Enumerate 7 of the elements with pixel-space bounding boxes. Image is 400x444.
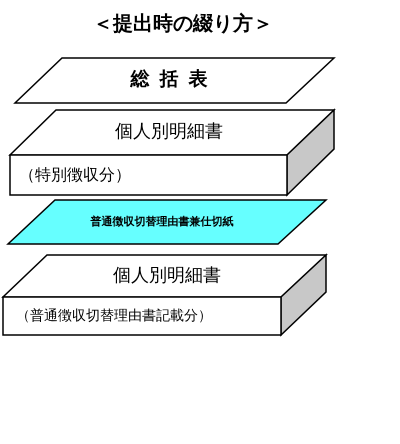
box-subtitle: （普通徴収切替理由書記載分） <box>16 309 212 323</box>
box-subtitle: （特別徴収分） <box>19 167 131 183</box>
sheet-title: 普通徴収切替理由書兼仕切紙 <box>90 216 234 227</box>
title: ＜提出時の綴り方＞ <box>92 10 274 37</box>
sheet-title: 総括表 <box>130 70 218 89</box>
box-title: 個人別明細書 <box>113 267 221 285</box>
box-title: 個人別明細書 <box>115 123 223 141</box>
